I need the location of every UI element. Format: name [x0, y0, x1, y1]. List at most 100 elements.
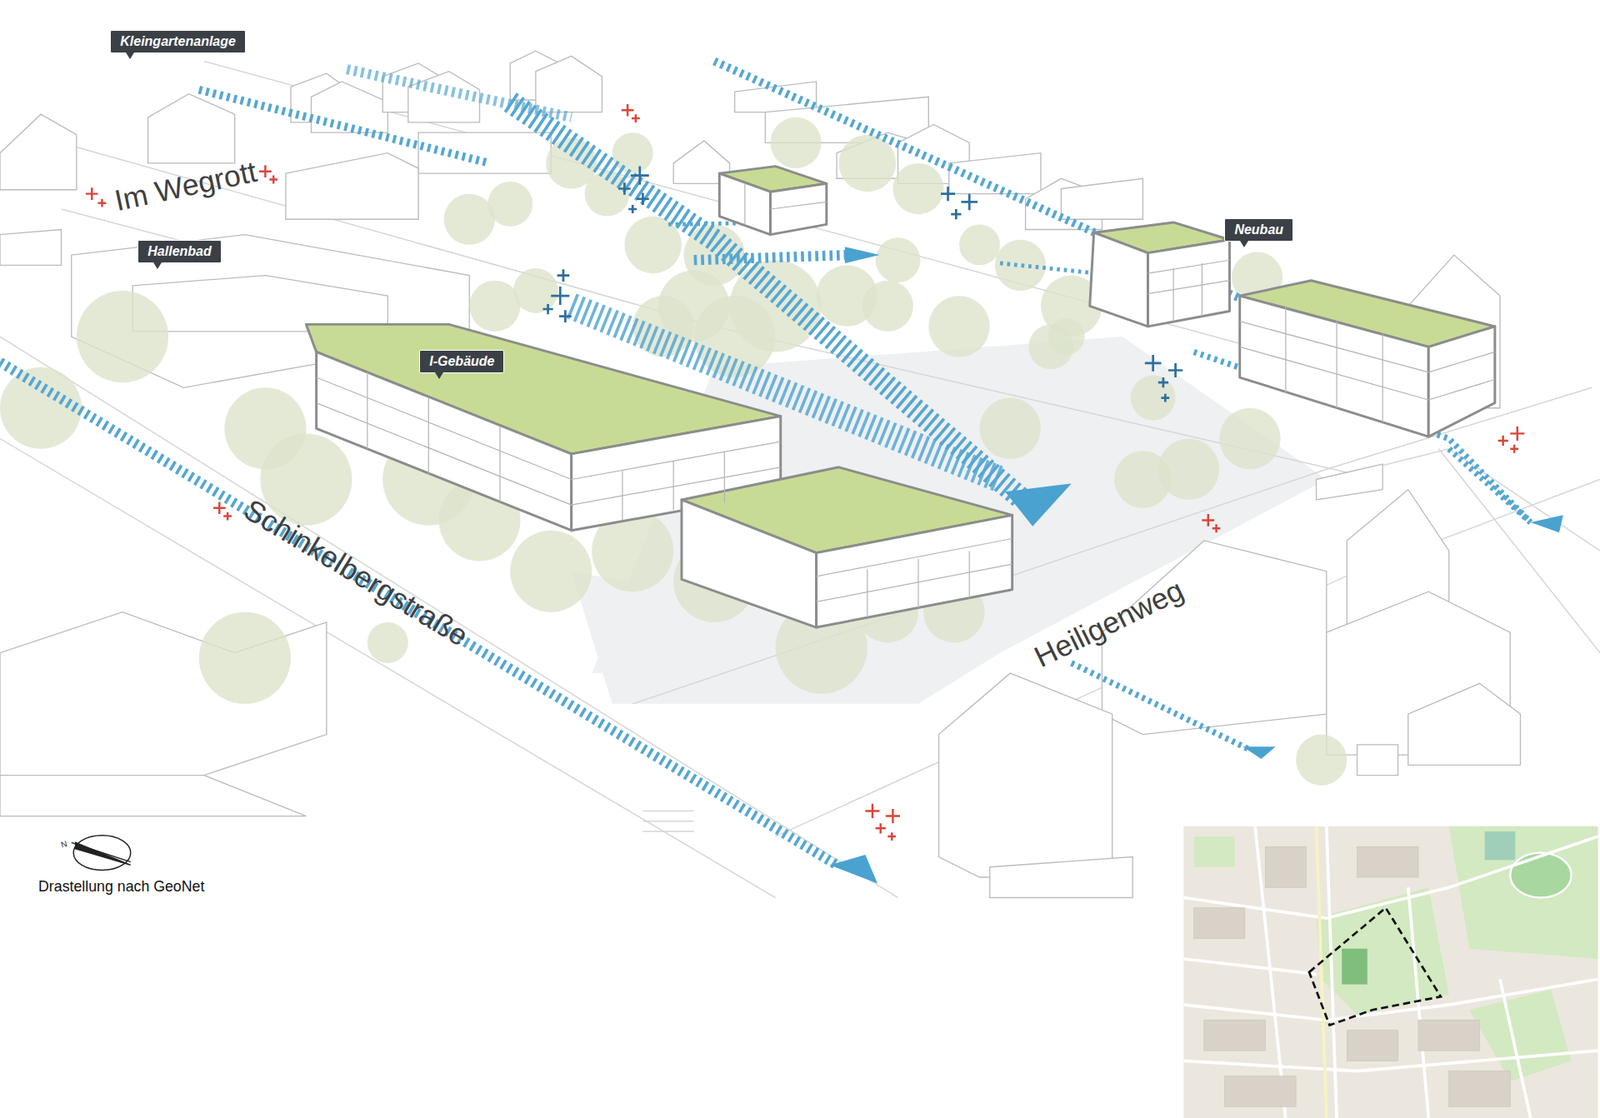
flow-arrowhead [845, 246, 880, 264]
location-map [1194, 826, 1599, 1082]
location-map [1183, 826, 1598, 1118]
tree-crown [875, 237, 921, 283]
facade-line [316, 372, 572, 505]
house-outline [939, 673, 1113, 878]
planned-building [316, 351, 572, 530]
location-map [1183, 826, 1598, 1118]
location-map [1183, 836, 1598, 919]
cold-air-band [694, 255, 848, 260]
tree-crown [1048, 318, 1085, 355]
tree-crown [487, 181, 533, 227]
cool-symbol [940, 186, 978, 220]
house-outline [1357, 745, 1399, 776]
planned-building [681, 500, 817, 628]
tree-crown [0, 367, 82, 450]
location-map [1316, 826, 1327, 1118]
house-outline [148, 94, 235, 164]
flow-arrowhead [830, 855, 879, 884]
tree-crown [0, 117, 1347, 786]
house-outline [0, 230, 61, 266]
tree-crown [444, 194, 495, 245]
facade-line [745, 183, 827, 225]
location-map [1194, 836, 1235, 868]
facade-line [571, 441, 781, 520]
tree-crown [839, 135, 897, 193]
road-line [642, 810, 694, 831]
tree-crown [367, 622, 409, 664]
location-map [1183, 826, 1598, 1118]
location-map [1309, 908, 1441, 1026]
location-map [1357, 846, 1419, 878]
street-name: Heiligenweg [1030, 574, 1190, 675]
north-arrow [73, 835, 131, 871]
tree-crown [513, 268, 559, 314]
tree-crown [510, 530, 592, 613]
road-line [0, 336, 899, 898]
house-outline [990, 857, 1133, 899]
ground [0, 0, 1600, 899]
road-line [0, 60, 1600, 898]
label-text: I-Gebäude [429, 353, 495, 370]
north-arrow [71, 835, 131, 871]
label-text: Hallenbad [147, 243, 211, 260]
flow-arrowhead [785, 216, 1564, 885]
flow-arrowhead [1530, 515, 1564, 533]
house-outline [132, 275, 388, 332]
location-map [1449, 826, 1599, 960]
house-outline [0, 775, 306, 817]
planned-building [305, 166, 1495, 628]
house-outline [285, 153, 419, 220]
house-outline [1101, 540, 1326, 735]
tree-crown [1295, 735, 1347, 786]
house-outline [408, 71, 480, 123]
label-text: Neubau [1234, 221, 1284, 239]
flow-arrowhead [1005, 483, 1072, 526]
location-map [1418, 1020, 1480, 1051]
tree-crown [959, 224, 1000, 265]
tree-crown [892, 163, 944, 215]
cool-symbol [542, 166, 1183, 403]
facade-line [816, 539, 1013, 618]
planned-building [1148, 240, 1230, 327]
house-outline [0, 114, 77, 190]
cold-air-band [1449, 449, 1531, 523]
north-arrow [75, 842, 131, 865]
tree-crown [770, 117, 821, 169]
facade-line [1428, 351, 1495, 400]
cool-symbol [542, 269, 571, 323]
facade-line [1240, 305, 1430, 423]
location-map [1485, 831, 1516, 860]
location-map [1194, 846, 1511, 1107]
tree-crown [1158, 439, 1220, 500]
planned-building [1090, 232, 1149, 327]
house-outline [0, 50, 1520, 898]
location-map [1183, 959, 1316, 975]
heat-symbol [865, 804, 900, 841]
street-name: Im Wegrott [111, 155, 260, 218]
house-outline [535, 55, 603, 112]
location-map [1449, 1071, 1510, 1108]
heat-symbol [1201, 514, 1220, 533]
tree-crown [1219, 408, 1280, 470]
heat-symbol [621, 104, 640, 123]
planned-building [1240, 295, 1430, 437]
location-map [1316, 826, 1327, 1118]
planned-building [770, 183, 826, 235]
tree-crown [980, 398, 1041, 460]
place-label: Kleingartenanlage [110, 30, 246, 54]
heat-symbol [213, 501, 232, 520]
location-map [1346, 1030, 1398, 1062]
location-map [1204, 1020, 1265, 1051]
house-outline [1408, 683, 1521, 765]
heat-symbol [1498, 426, 1525, 454]
cool-symbol [618, 166, 650, 214]
location-map [1194, 908, 1245, 940]
location-map [1326, 826, 1337, 1118]
heat-symbol [85, 187, 106, 207]
tree-crown [199, 612, 291, 705]
source-note: Drastellung nach GeoNet [38, 880, 205, 897]
house-outline [0, 612, 327, 776]
location-map [1341, 949, 1368, 985]
heat-symbol [85, 104, 1525, 841]
